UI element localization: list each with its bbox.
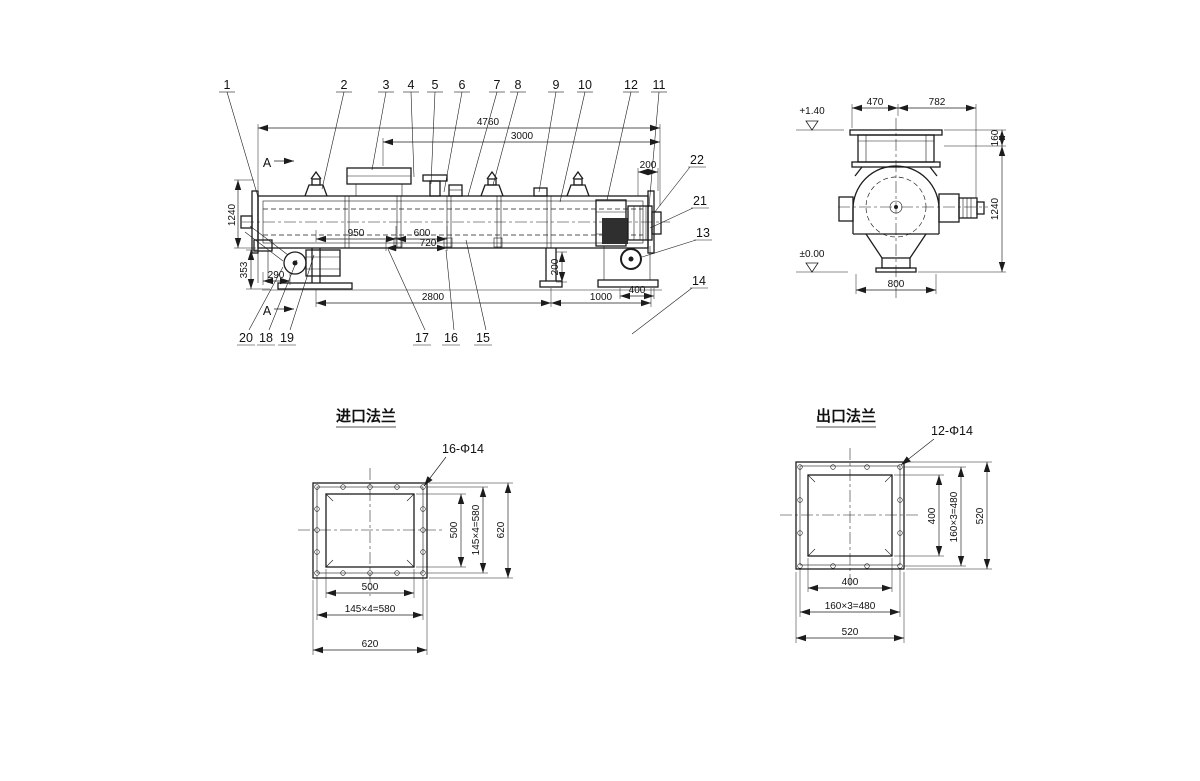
callout-5: 5 xyxy=(432,78,439,92)
dim-overall-height: 1240 xyxy=(227,203,238,226)
right-support-leg xyxy=(539,248,563,288)
callout-17: 17 xyxy=(415,331,429,345)
outlet-bolt-holes xyxy=(797,464,903,569)
dim-end-base-width: 800 xyxy=(888,279,905,290)
callout-22: 22 xyxy=(690,153,704,167)
dim-pitch-1: 950 xyxy=(348,228,365,239)
dim-support-span: 2800 xyxy=(422,292,445,303)
outlet-bolt-note: 12-Φ14 xyxy=(931,424,973,438)
section-label-bottom: A xyxy=(263,304,272,318)
dim-end-top-left: 470 xyxy=(867,97,884,108)
dim-motor-offset: 290 xyxy=(268,270,285,281)
left-drive-unit xyxy=(244,225,353,290)
inlet-dim-outer-v: 620 xyxy=(496,521,507,538)
hanger-bearings xyxy=(393,237,503,248)
callout-20: 20 xyxy=(239,331,253,345)
right-drive-unit xyxy=(595,199,662,288)
dim-pitch-2: 600 xyxy=(414,228,431,239)
end-view-dimensions: 470 782 160 1240 800 xyxy=(851,97,1006,294)
outlet-dim-outer-h: 520 xyxy=(842,627,859,638)
dim-base-height: 353 xyxy=(239,261,250,278)
callout-7: 7 xyxy=(494,78,501,92)
inlet-flange-detail: 进口法兰 16-Φ14 500 xyxy=(298,407,513,655)
vent-dome-2 xyxy=(480,170,504,197)
end-view-geometry xyxy=(838,118,988,298)
vent-dome-1 xyxy=(304,170,328,197)
elevation-top: +1.40 xyxy=(799,106,825,117)
callout-16: 16 xyxy=(444,331,458,345)
elevation-bottom: ±0.00 xyxy=(800,249,825,260)
dim-base-width: 400 xyxy=(629,285,646,296)
callout-10: 10 xyxy=(578,78,592,92)
outlet-dim-pitch-v: 160×3=480 xyxy=(949,491,960,542)
inlet-bolt-holes xyxy=(314,484,426,576)
section-label-top: A xyxy=(263,156,272,170)
callout-6: 6 xyxy=(459,78,466,92)
end-view: +1.40 ±0.00 470 782 160 1240 800 xyxy=(796,97,1006,298)
callout-4: 4 xyxy=(408,78,415,92)
side-view-callouts: 1 2 3 4 5 6 7 8 9 10 12 11 22 xyxy=(219,78,712,346)
callout-18: 18 xyxy=(259,331,273,345)
dim-end-neck-height: 160 xyxy=(990,129,1001,146)
dim-end-top-right: 782 xyxy=(929,97,946,108)
left-support-leg xyxy=(311,248,321,283)
inlet-flange-title: 进口法兰 xyxy=(336,407,396,425)
vent-dome-3 xyxy=(566,170,590,197)
inlet-dim-opening-v: 500 xyxy=(449,521,460,538)
callout-1: 1 xyxy=(224,78,231,92)
outlet-flange-geometry xyxy=(780,448,920,586)
dim-leg-height: 200 xyxy=(550,258,561,275)
callout-9: 9 xyxy=(553,78,560,92)
callout-14: 14 xyxy=(692,274,706,288)
inlet-dim-outer-h: 620 xyxy=(362,639,379,650)
dim-upper-span: 3000 xyxy=(511,131,534,142)
top-box xyxy=(346,167,412,196)
dim-pitch-3: 720 xyxy=(420,238,437,249)
outlet-flange-dimensions: 400 160×3=480 520 400 160×3=480 520 xyxy=(795,461,992,643)
dim-end-overall-height: 1240 xyxy=(990,197,1001,220)
callout-15: 15 xyxy=(476,331,490,345)
side-view-geometry xyxy=(240,167,670,291)
inlet-flange-dimensions: 500 145×4=580 620 500 145×4=580 620 xyxy=(312,482,513,655)
callout-11: 11 xyxy=(653,78,666,92)
outlet-dim-opening-v: 400 xyxy=(927,507,938,524)
callout-21: 21 xyxy=(693,194,707,208)
top-pipes xyxy=(422,174,463,197)
dim-top-right: 200 xyxy=(640,160,657,171)
callout-13: 13 xyxy=(696,226,710,240)
callout-2: 2 xyxy=(341,78,348,92)
inlet-dim-opening-h: 500 xyxy=(362,582,379,593)
callout-19: 19 xyxy=(280,331,294,345)
side-view: A A 4760 3000 200 1240 xyxy=(219,78,712,346)
outlet-dim-outer-v: 520 xyxy=(975,507,986,524)
inlet-dim-pitch-h: 145×4=580 xyxy=(345,604,396,615)
inlet-flange-geometry xyxy=(298,468,442,596)
side-view-dimensions: 4760 3000 200 1240 353 290 xyxy=(227,117,661,307)
outlet-dim-pitch-h: 160×3=480 xyxy=(825,601,876,612)
inlet-dim-pitch-v: 145×4=580 xyxy=(471,504,482,555)
inlet-bolt-note: 16-Φ14 xyxy=(442,442,484,456)
dim-right-span: 1000 xyxy=(590,292,613,303)
end-view-elevations: +1.40 ±0.00 xyxy=(796,106,848,273)
outlet-flange-title: 出口法兰 xyxy=(816,407,876,425)
callout-12: 12 xyxy=(624,78,638,92)
outlet-dim-opening-h: 400 xyxy=(842,577,859,588)
callout-8: 8 xyxy=(515,78,522,92)
callout-3: 3 xyxy=(383,78,390,92)
outlet-flange-detail: 出口法兰 12-Φ14 400 xyxy=(780,407,992,643)
section-markers: A A xyxy=(263,156,294,318)
